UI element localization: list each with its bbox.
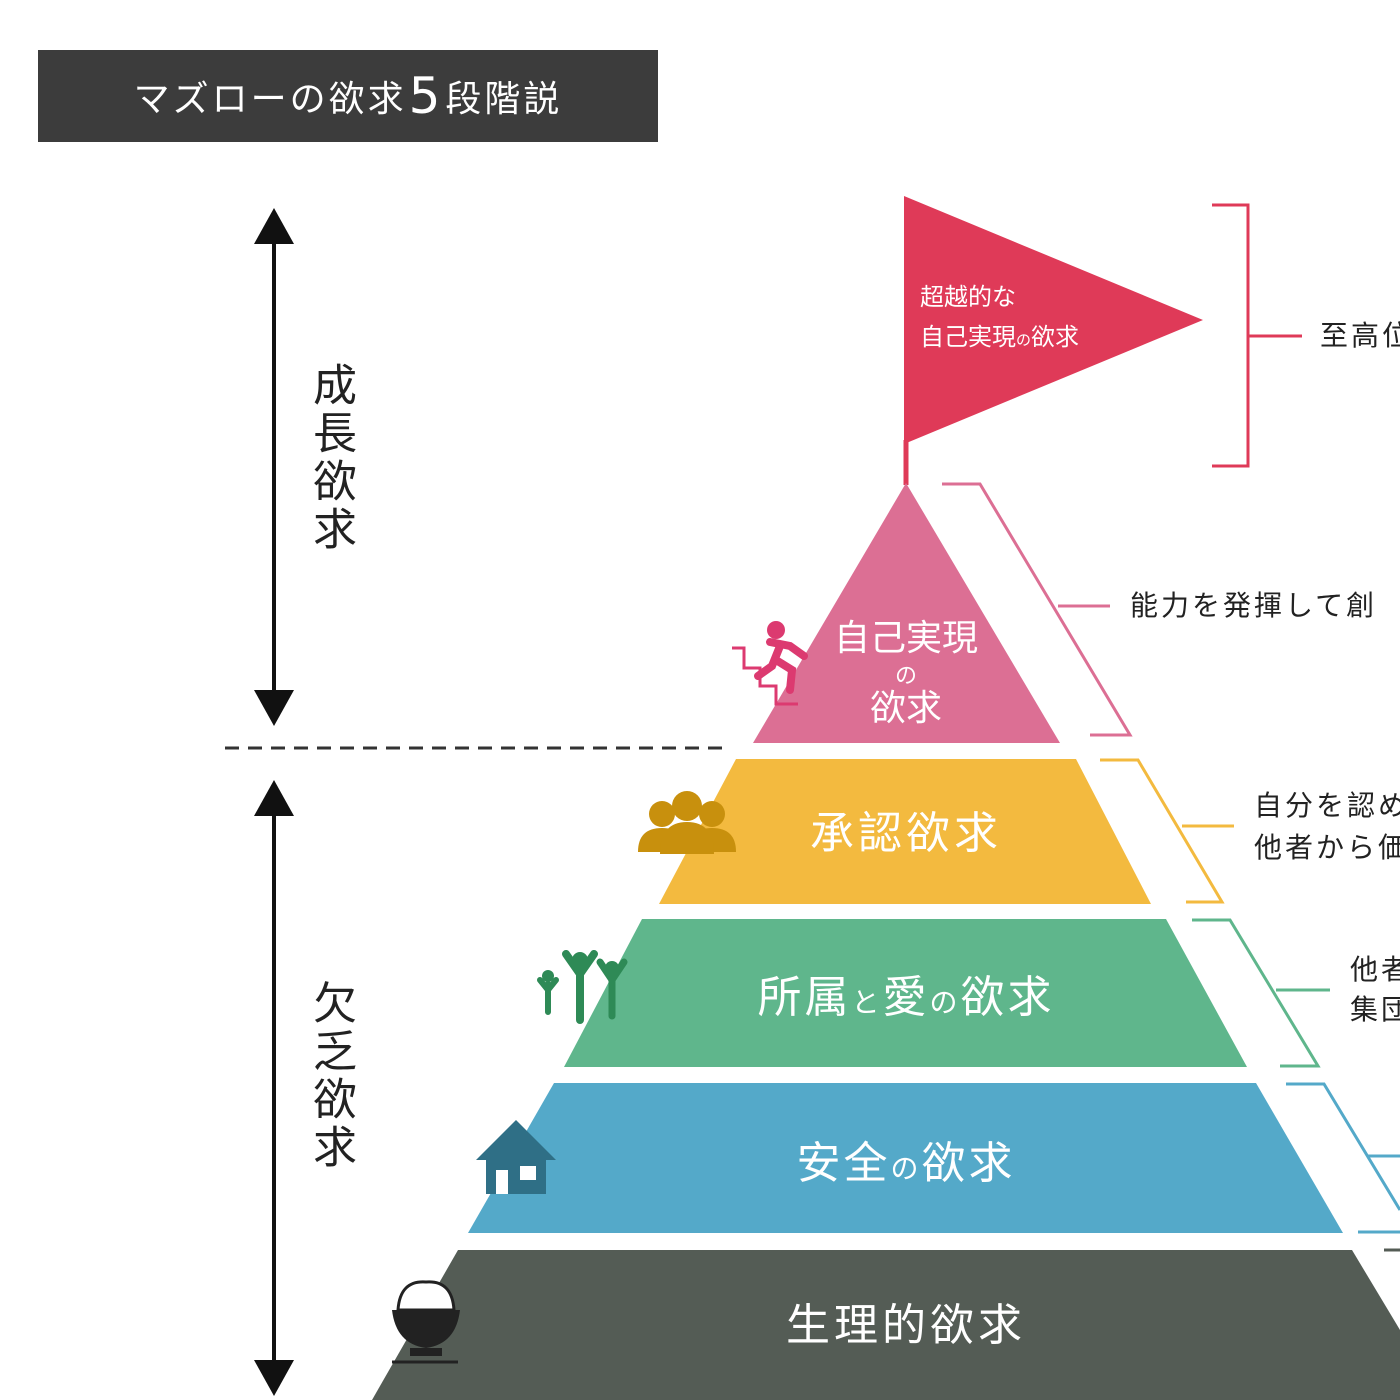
- belonging-label-b: と: [851, 986, 882, 1019]
- rice-bowl-icon: [392, 1280, 460, 1364]
- stair-climber-icon: [732, 621, 808, 706]
- belonging-label-c: 愛: [883, 972, 930, 1023]
- family-cheering-icon: [537, 950, 628, 1024]
- level-safety: [468, 1083, 1343, 1233]
- growth-needs-label: 成長欲求: [305, 362, 356, 554]
- svg-text:所属と愛の欲求: 所属と愛の欲求: [757, 972, 1054, 1023]
- belonging-label-d: の: [930, 986, 961, 1019]
- level-belonging: [564, 919, 1247, 1067]
- transcendence-flag: 超越的な 自己実現の欲求: [903, 196, 1203, 485]
- transcendence-line2b: の: [1016, 331, 1031, 349]
- title-number: 5: [408, 67, 444, 125]
- title-prefix: マズローの欲求: [133, 79, 407, 120]
- belonging-label-e: 欲求: [961, 972, 1055, 1023]
- desc-belonging-line1: 他者: [1350, 953, 1400, 986]
- self-actualization-line1: 自己実現: [834, 618, 978, 659]
- transcendence-line1: 超越的な: [920, 283, 1016, 311]
- transcendence-line2a: 自己実現: [920, 323, 1016, 351]
- transcendence-line2c: 欲求: [1031, 323, 1079, 351]
- bracket-esteem: [1100, 758, 1234, 904]
- belonging-label-a: 所属: [757, 972, 851, 1023]
- safety-label-b: の: [890, 1152, 921, 1185]
- bracket-safety: [1286, 1082, 1400, 1234]
- level-esteem: [659, 759, 1151, 904]
- bracket-self-actualization: [942, 482, 1133, 737]
- desc-self-actualization: 能力を発揮して創: [1130, 589, 1378, 622]
- desc-esteem-line2: 他者から価: [1254, 831, 1400, 864]
- svg-text:自己実現の欲求: 自己実現の欲求: [920, 323, 1079, 351]
- physiological-label: 生理的欲求: [786, 1300, 1026, 1351]
- bracket-transcendence: [1212, 203, 1302, 468]
- group-of-people-icon: [638, 791, 736, 854]
- desc-belonging-line2: 集団: [1350, 993, 1400, 1026]
- svg-text:安全の欲求: 安全の欲求: [796, 1138, 1015, 1189]
- safety-label-a: 安全: [796, 1138, 890, 1189]
- level-self-actualization: [753, 483, 1060, 743]
- self-actualization-line3: 欲求: [870, 688, 942, 729]
- deficiency-arrow: [254, 780, 294, 1396]
- house-icon: [476, 1120, 556, 1194]
- safety-label-c: 欲求: [922, 1138, 1016, 1189]
- desc-esteem-line1: 自分を認め: [1254, 789, 1400, 822]
- esteem-label: 承認欲求: [810, 808, 1002, 859]
- self-actualization-line2: の: [895, 664, 917, 689]
- level-physiological: [372, 1250, 1400, 1400]
- flag-shape: [904, 196, 1203, 444]
- desc-transcendence: 至高位: [1320, 319, 1400, 352]
- deficiency-needs-label: 欠乏欲求: [305, 980, 356, 1172]
- growth-arrow: [254, 208, 294, 726]
- title-suffix: 段階説: [445, 79, 563, 120]
- bracket-belonging: [1192, 918, 1330, 1068]
